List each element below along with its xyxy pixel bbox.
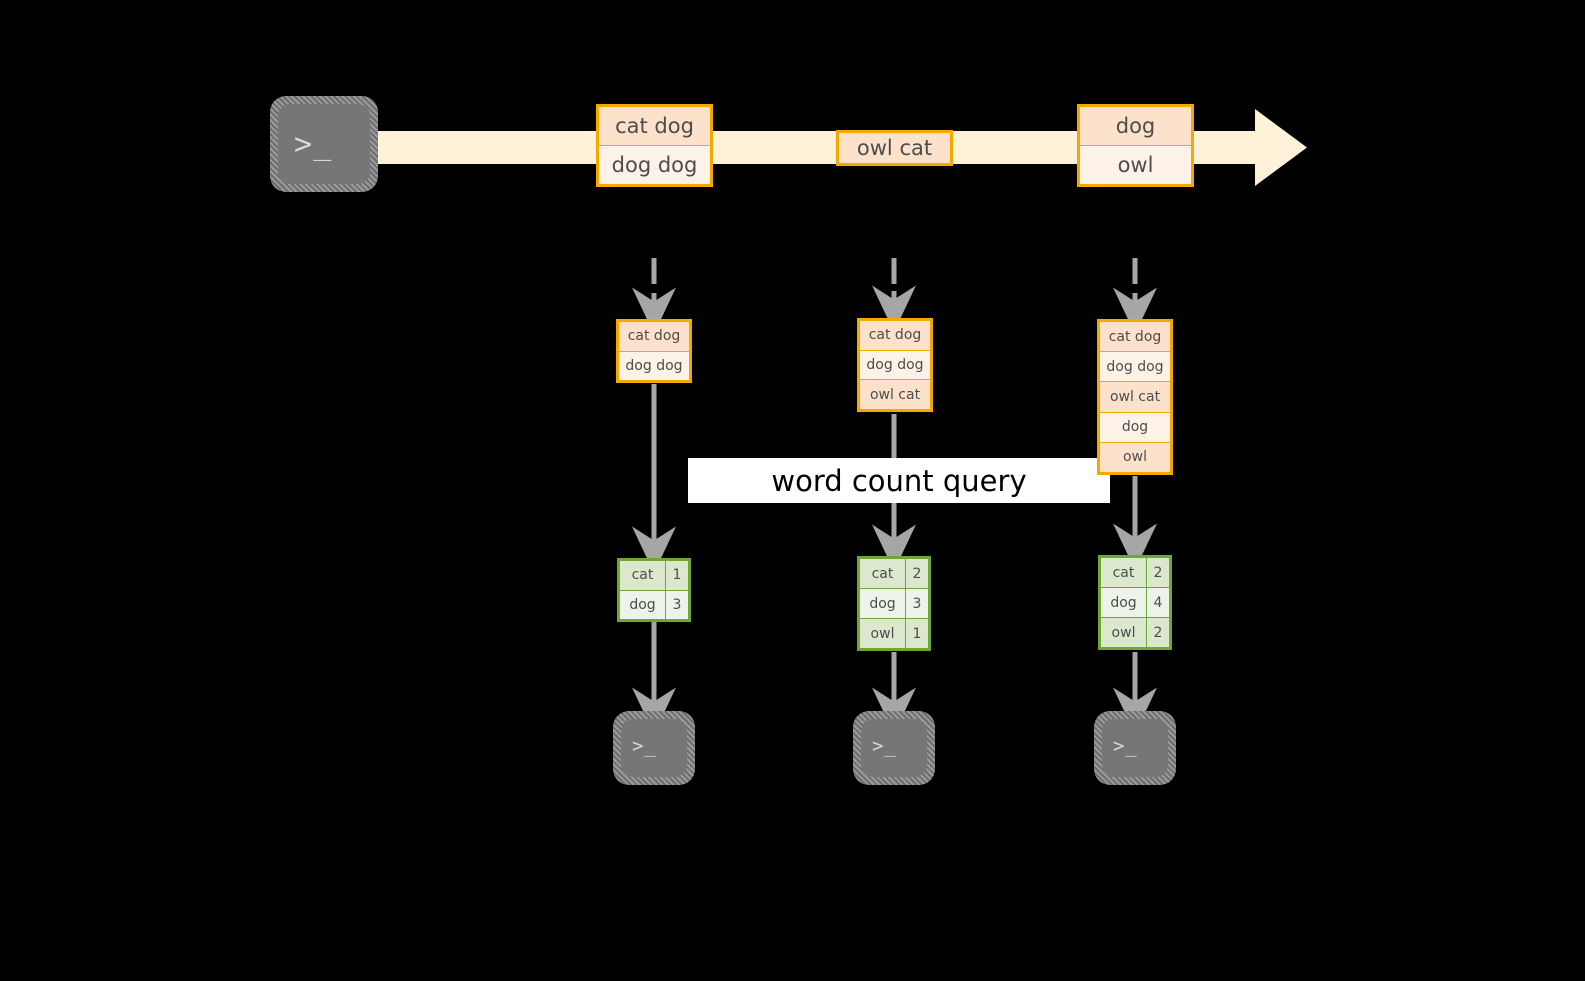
snapshot-record: dog dog — [860, 349, 930, 380]
table-row: cat 1 — [620, 561, 688, 590]
table-row: cat 2 — [860, 559, 928, 588]
table-cell-count: 3 — [672, 596, 682, 613]
snapshot-2[interactable]: cat dog dog dog owl cat — [857, 318, 933, 412]
table-cell-word: dog — [1101, 588, 1147, 617]
table-row: owl 2 — [1101, 617, 1169, 647]
terminal-prompt-icon: >_ — [1113, 735, 1138, 757]
table-row: cat 2 — [1101, 558, 1169, 587]
table-cell-count: 2 — [1153, 564, 1163, 581]
table-row: dog 3 — [620, 589, 688, 619]
terminal-prompt-icon: >_ — [632, 735, 657, 757]
snapshot-record: owl — [1100, 441, 1170, 473]
table-cell-word: cat — [860, 559, 906, 588]
consumer-terminal-2[interactable]: >_ — [853, 711, 935, 785]
table-cell-count: 4 — [1153, 594, 1163, 611]
table-cell-count: 1 — [672, 567, 682, 584]
terminal-prompt-icon: >_ — [872, 735, 897, 757]
terminal-prompt-icon: >_ — [294, 127, 333, 162]
snapshot-record: cat dog — [1100, 322, 1170, 352]
stream-record: dog — [1080, 107, 1191, 145]
snapshot-3[interactable]: cat dog dog dog owl cat dog owl — [1097, 319, 1173, 475]
stream-record: owl cat — [839, 133, 950, 163]
stream-record: dog dog — [599, 145, 710, 184]
snapshot-record: owl cat — [860, 379, 930, 410]
snapshot-record: cat dog — [619, 322, 689, 351]
result-table-1[interactable]: cat 1 dog 3 — [617, 558, 691, 622]
query-label: word count query — [688, 458, 1110, 503]
snapshot-record: dog — [1100, 411, 1170, 442]
terminal-body — [278, 104, 370, 184]
table-cell-word: cat — [1101, 558, 1147, 587]
table-cell-count: 2 — [912, 565, 922, 582]
table-cell-word: dog — [620, 590, 666, 619]
table-cell-word: cat — [620, 561, 666, 590]
table-row: owl 1 — [860, 618, 928, 648]
table-row: dog 3 — [860, 588, 928, 618]
table-cell-word: owl — [860, 619, 906, 648]
result-table-2[interactable]: cat 2 dog 3 owl 1 — [857, 556, 931, 651]
stream-group-2[interactable]: owl cat — [836, 130, 953, 166]
table-cell-count: 3 — [912, 595, 922, 612]
snapshot-record: dog dog — [1100, 351, 1170, 382]
snapshot-1[interactable]: cat dog dog dog — [616, 319, 692, 383]
stream-group-3[interactable]: dog owl — [1077, 104, 1194, 187]
table-cell-word: owl — [1101, 618, 1147, 647]
producer-terminal[interactable]: >_ — [270, 96, 378, 192]
snapshot-record: owl cat — [1100, 381, 1170, 412]
stream-group-1[interactable]: cat dog dog dog — [596, 104, 713, 187]
table-cell-count: 2 — [1153, 624, 1163, 641]
stream-record: owl — [1080, 145, 1191, 184]
table-cell-word: dog — [860, 589, 906, 618]
consumer-terminal-3[interactable]: >_ — [1094, 711, 1176, 785]
snapshot-record: dog dog — [619, 350, 689, 380]
table-cell-count: 1 — [912, 625, 922, 642]
result-table-3[interactable]: cat 2 dog 4 owl 2 — [1098, 555, 1172, 650]
snapshot-record: cat dog — [860, 321, 930, 350]
table-row: dog 4 — [1101, 587, 1169, 617]
consumer-terminal-1[interactable]: >_ — [613, 711, 695, 785]
stream-record: cat dog — [599, 107, 710, 145]
